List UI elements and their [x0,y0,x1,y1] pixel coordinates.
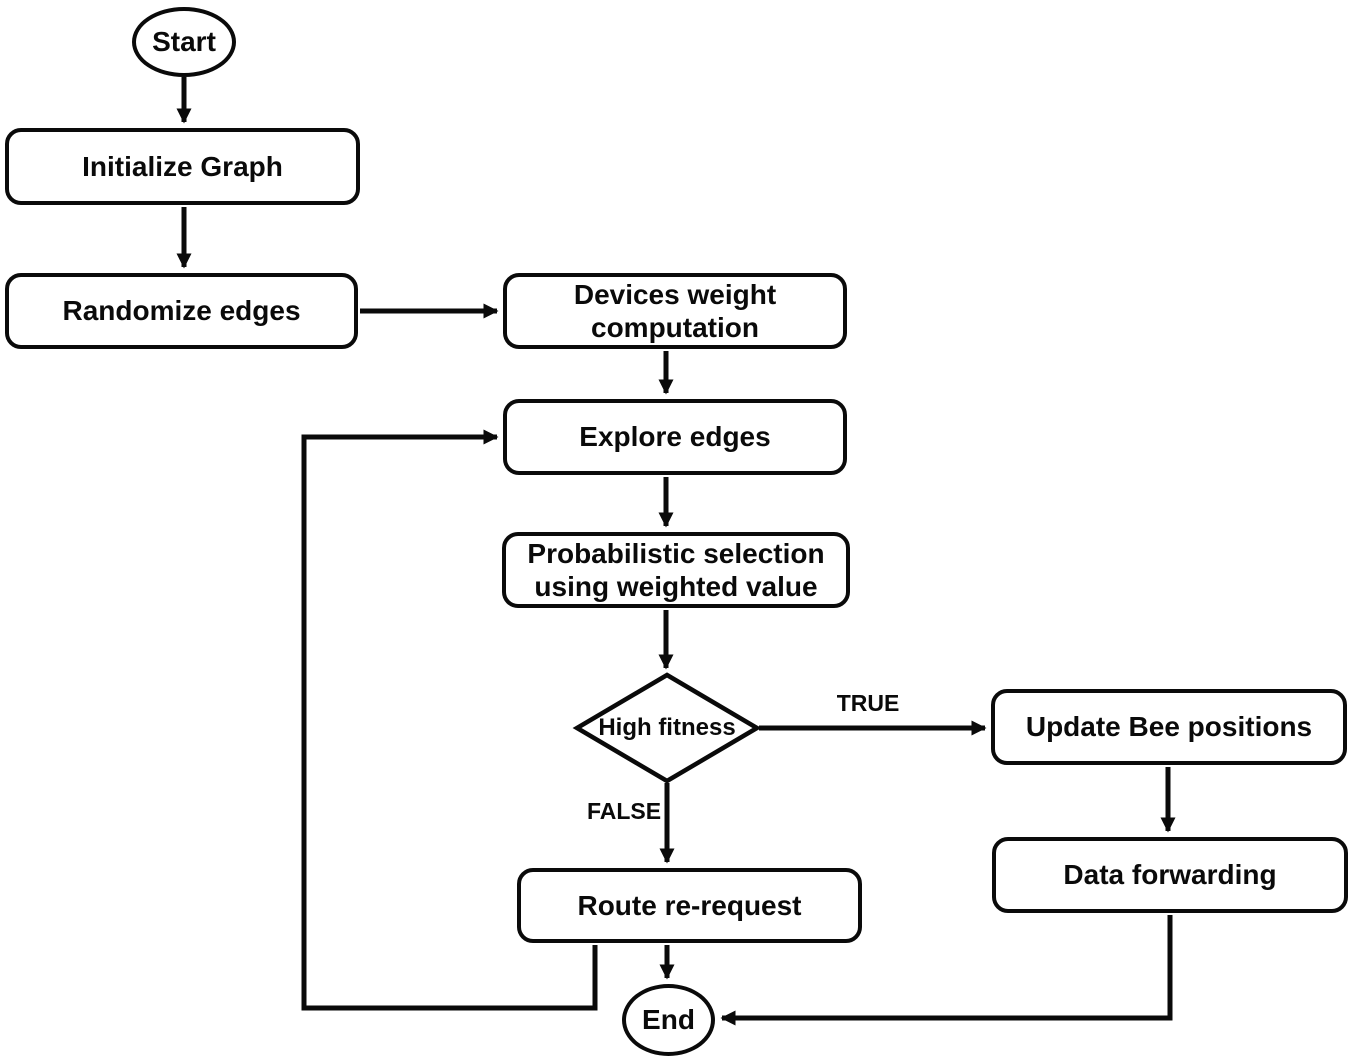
decision-diamond [572,672,762,784]
route-re-request-label: Route re-request [577,889,802,921]
explore-edges-label: Explore edges [579,421,771,453]
probabilistic-selection-node: Probabilistic selection using weighted v… [502,532,850,608]
data-forwarding-label: Data forwarding [1063,859,1277,891]
initialize-graph-label: Initialize Graph [82,150,283,182]
randomize-edges-label: Randomize edges [62,295,301,327]
high-fitness-decision-label: High fitness [594,694,740,762]
start-node: Start [132,7,236,77]
update-bee-positions-label: Update Bee positions [1025,711,1313,743]
true-branch-label: TRUE [812,688,924,718]
edge-route-explore-loop [301,429,598,1011]
false-branch-label: FALSE [568,796,680,826]
start-node-label: Start [152,26,216,58]
devices-weight-label: Devices weight computation [573,278,777,343]
devices-weight-node: Devices weight computation [503,273,847,349]
probabilistic-selection-label: Probabilistic selection using weighted v… [527,537,825,602]
false-branch-text: FALSE [586,797,662,824]
data-forwarding-node: Data forwarding [992,837,1348,913]
initialize-graph-node: Initialize Graph [5,128,360,205]
true-branch-text: TRUE [836,689,900,716]
end-node: End [622,984,715,1056]
explore-edges-node: Explore edges [503,399,847,475]
randomize-edges-node: Randomize edges [5,273,358,349]
high-fitness-text: High fitness [598,714,736,741]
update-bee-positions-node: Update Bee positions [991,689,1347,765]
route-re-request-node: Route re-request [517,868,862,943]
end-node-label: End [642,1004,695,1036]
edge-data-end [720,915,1173,1026]
